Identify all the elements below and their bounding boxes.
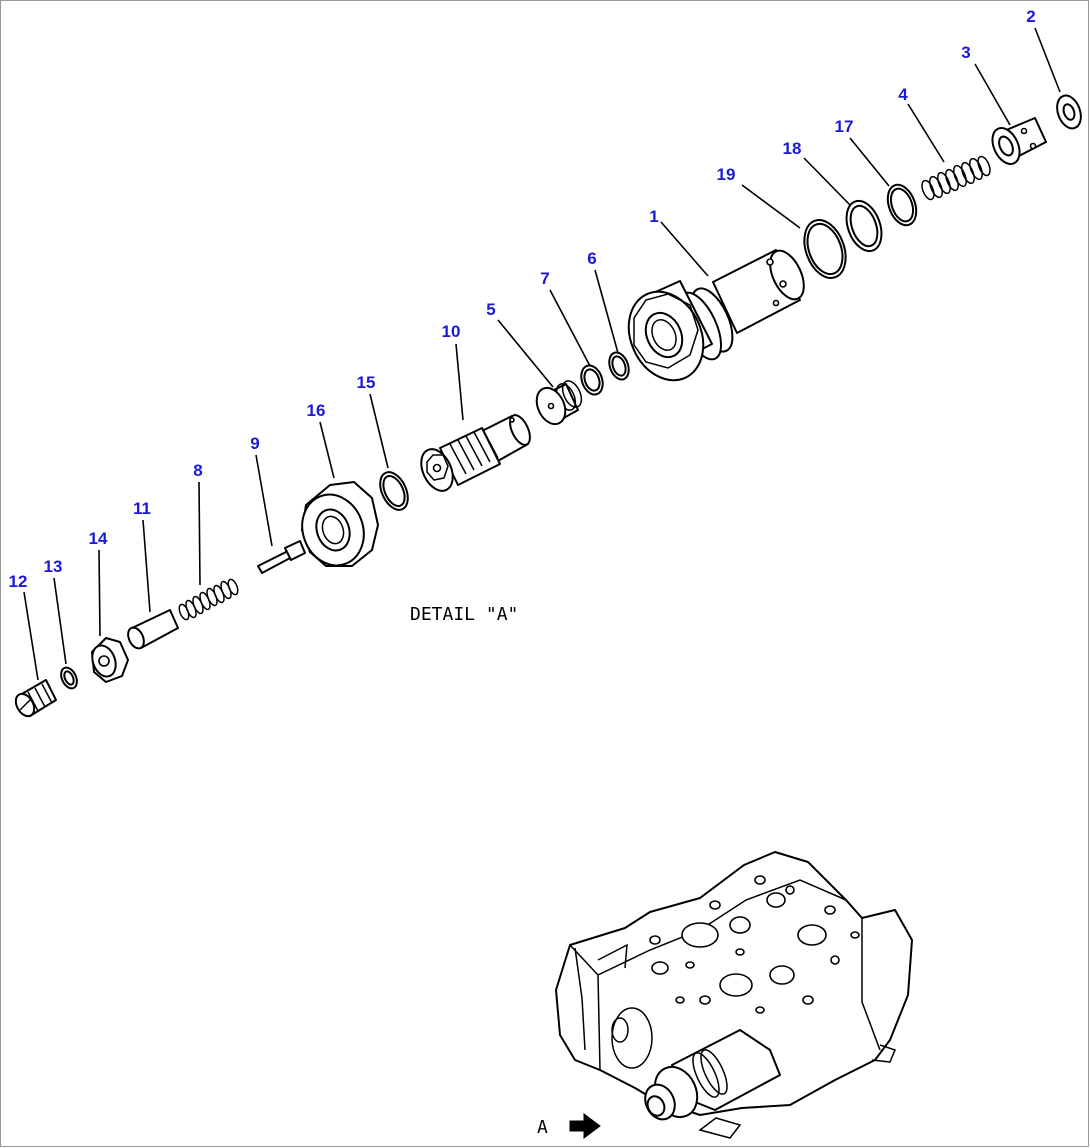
callout-6: 6 [587,249,596,268]
leader-18 [803,157,851,206]
part-3-plug [991,117,1047,165]
callout-10: 10 [442,322,461,341]
leader-10 [455,343,464,421]
part-11-sleeve [127,609,179,650]
part-17-o-ring [886,183,918,227]
part-6-o-ring [608,351,630,381]
callout-17: 17 [835,117,854,136]
leader-1 [660,221,709,277]
leader-7 [549,289,591,367]
part-1-body [627,249,805,382]
control-valve-assembly [555,851,913,1139]
leader-17 [849,137,890,187]
leader-14 [98,549,101,637]
part-10-poppet [420,414,531,492]
callout-13: 13 [44,557,63,576]
leader-9 [255,454,273,547]
part-19-o-ring [803,219,847,279]
leader-6 [594,269,619,354]
callout-18: 18 [783,139,802,158]
callout-5: 5 [486,300,495,319]
view-marker-label: A [537,1117,548,1138]
callout-11: 11 [133,499,151,518]
leader-16 [319,421,335,479]
callout-2: 2 [1026,7,1035,26]
part-5-piston [535,380,583,426]
leader-12 [23,591,39,681]
callout-19: 19 [717,165,736,184]
leader-8 [198,481,201,586]
callout-15: 15 [357,373,376,392]
part-15-o-ring [379,471,409,511]
leader-5 [497,319,554,388]
part-9-pin [257,540,306,574]
part-2-washer [1056,94,1082,130]
callout-12: 12 [9,572,28,591]
leader-15 [369,393,389,469]
leader-13 [53,577,67,665]
callout-14: 14 [89,529,108,548]
callout-7: 7 [540,269,549,288]
part-13-o-ring [60,666,78,690]
part-18-backup-ring [845,199,883,253]
callout-4: 4 [898,85,908,104]
callout-16: 16 [307,401,326,420]
part-16-lock-nut [301,481,379,567]
callout-9: 9 [250,434,259,453]
view-arrow-icon [569,1113,601,1139]
part-4-spring [921,155,991,201]
leader-3 [974,63,1011,126]
part-8-spring [178,578,239,621]
part-7-backup-ring [580,364,604,396]
leader-4 [907,103,945,163]
callout-3: 3 [961,43,970,62]
leader-19 [741,184,801,229]
callout-labels: 2 3 4 17 18 19 1 6 7 5 10 15 16 9 8 11 1… [9,7,1036,591]
part-12-adjusting-screw [14,679,57,718]
leader-11 [142,519,151,613]
callout-8: 8 [193,461,202,480]
part-14-nut [91,637,129,683]
leader-lines [23,27,1061,681]
leader-2 [1034,27,1061,93]
detail-label: DETAIL "A" [410,604,518,625]
callout-1: 1 [649,207,658,226]
